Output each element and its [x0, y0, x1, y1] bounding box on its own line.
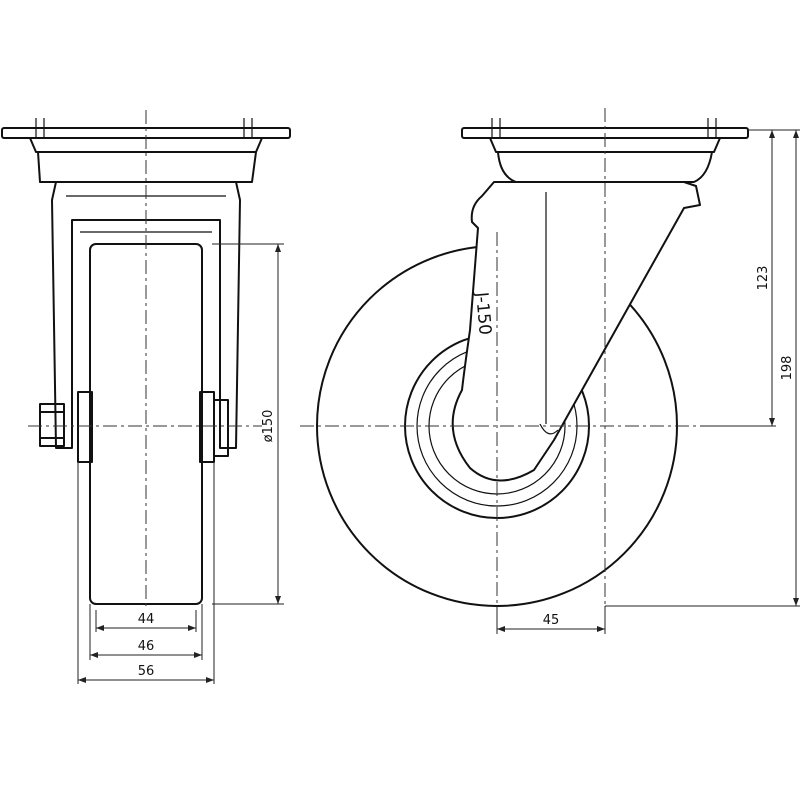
dim-label-44: 44: [138, 612, 155, 627]
dim-label-198: 198: [780, 356, 795, 381]
dim-label-56: 56: [138, 664, 155, 679]
dim-label-diameter: ø150: [261, 410, 276, 443]
dim-label-45: 45: [543, 613, 560, 628]
side-fork-leg: [451, 181, 701, 482]
wheel-marking: J-150: [471, 290, 495, 336]
front-view: [1, 110, 291, 610]
front-bearing-race: [29, 137, 263, 153]
front-axle-nut: [39, 403, 65, 447]
front-kingpin-housing: [37, 151, 257, 183]
dim-label-123: 123: [756, 266, 771, 291]
side-fork-recess: [539, 192, 559, 435]
front-axle-stub: [213, 399, 229, 457]
front-plate-bolts: [35, 118, 253, 138]
side-plate-bolts: [491, 118, 717, 138]
front-dimensions: 44 46 56 ø150: [77, 243, 284, 684]
side-dimensions: 45 123 198: [496, 129, 800, 634]
side-view: J-150: [300, 108, 749, 624]
front-hub-right: [199, 391, 215, 463]
front-hub-left: [77, 391, 93, 463]
dim-label-46: 46: [138, 639, 155, 654]
